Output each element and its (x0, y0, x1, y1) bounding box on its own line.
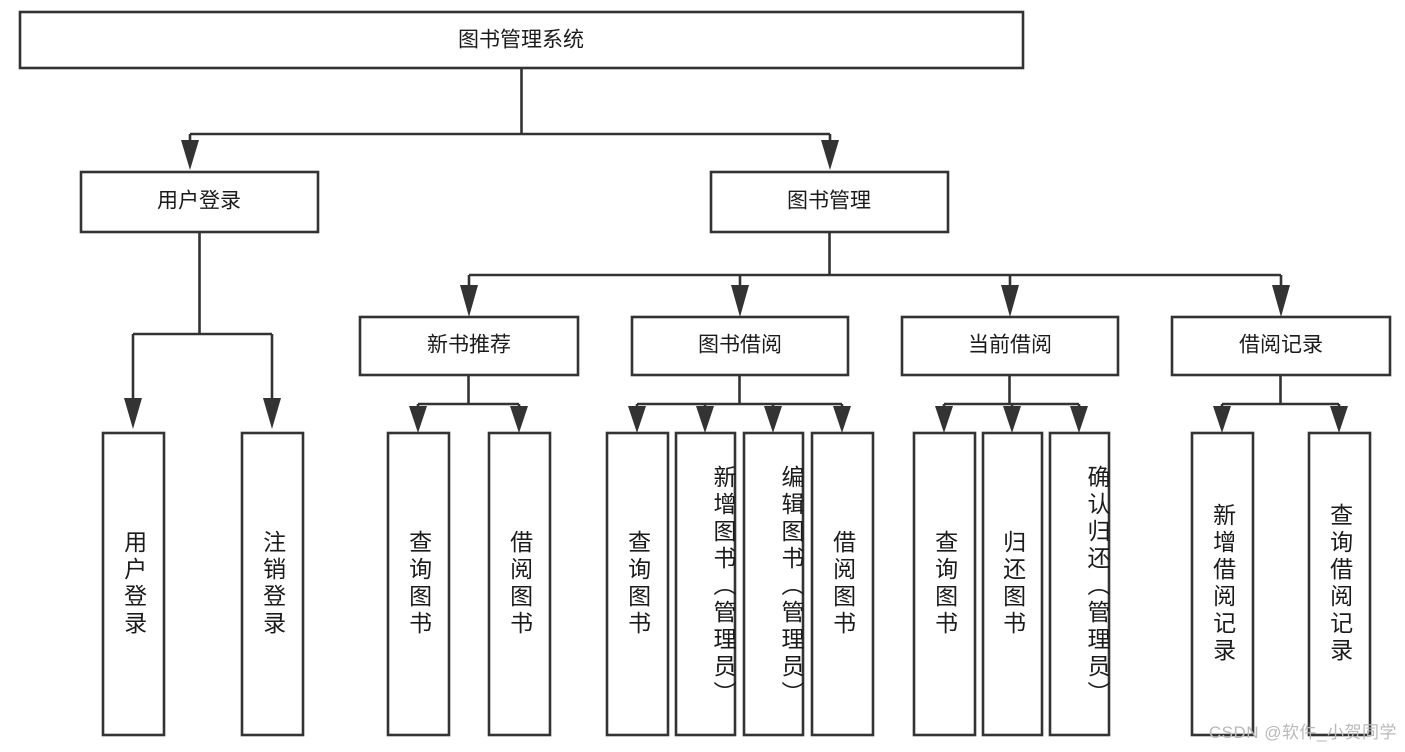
node-leaf-12[interactable] (1190, 431, 1255, 737)
arrow-head-borrow-record (1272, 285, 1290, 317)
arrow-head-leaf-3 (409, 406, 427, 433)
node-leaf-5[interactable] (605, 431, 670, 737)
node-leaf-3[interactable] (386, 431, 451, 737)
node-book-manage[interactable]: 图书管理 (709, 170, 950, 234)
node-leaf-10[interactable] (981, 431, 1044, 737)
node-leaf-2-box[interactable] (240, 431, 305, 737)
node-leaf-11[interactable] (1048, 431, 1111, 737)
node-new-book-rec[interactable]: 新书推荐 (358, 315, 580, 377)
arrow-head-leaf-2 (263, 398, 281, 429)
watermark-csdn: CSDN @软件_小贺同学 (1208, 723, 1397, 742)
node-user-login-box[interactable] (79, 170, 320, 234)
node-leaf-6[interactable] (674, 431, 737, 737)
node-leaf-13-box[interactable] (1307, 431, 1372, 737)
node-root-box[interactable] (18, 10, 1025, 70)
node-leaf-13[interactable] (1307, 431, 1372, 737)
node-leaf-12-box[interactable] (1190, 431, 1255, 737)
node-book-manage-label: 图书管理 (787, 190, 871, 213)
arrow-head-book-manage (821, 140, 839, 170)
node-current-borrow-box[interactable] (900, 315, 1120, 377)
node-leaf-7[interactable] (742, 431, 805, 737)
node-root-label: 图书管理系统 (458, 29, 584, 52)
node-new-book-rec-box[interactable] (358, 315, 580, 377)
arrow-head-leaf-10 (1003, 406, 1021, 433)
node-book-borrow-box[interactable] (630, 315, 850, 377)
arrow-head-leaf-13 (1330, 406, 1348, 433)
node-user-login[interactable]: 用户登录 (79, 170, 320, 234)
node-leaf-1-box[interactable] (101, 431, 166, 737)
arrow-head-leaf-1 (124, 398, 142, 429)
node-root[interactable]: 图书管理系统 (18, 10, 1025, 70)
node-leaf-4-box[interactable] (487, 431, 552, 737)
node-leaf-2[interactable] (240, 431, 305, 737)
arrow-head-leaf-9 (935, 406, 953, 433)
node-borrow-record-label: 借阅记录 (1239, 334, 1323, 357)
node-leaf-9[interactable] (912, 431, 977, 737)
arrow-head-leaf-7 (764, 406, 782, 433)
node-leaf-1[interactable] (101, 431, 166, 737)
node-leaf-8[interactable] (810, 431, 875, 737)
node-book-manage-box[interactable] (709, 170, 950, 234)
node-leaf-4[interactable] (487, 431, 552, 737)
node-leaf-5-box[interactable] (605, 431, 670, 737)
node-leaf-8-box[interactable] (810, 431, 875, 737)
arrow-head-leaf-8 (833, 406, 851, 433)
arrow-head-leaf-6 (696, 406, 714, 433)
node-book-borrow-label: 图书借阅 (698, 334, 782, 357)
arrow-head-book-borrow (731, 285, 749, 317)
arrow-head-new-book-rec (460, 285, 478, 317)
node-leaf-6-box[interactable] (674, 431, 737, 737)
arrow-head-leaf-5 (628, 406, 646, 433)
node-user-login-label: 用户登录 (157, 190, 241, 213)
node-leaf-3-box[interactable] (386, 431, 451, 737)
node-leaf-7-box[interactable] (742, 431, 805, 737)
node-current-borrow-label: 当前借阅 (968, 334, 1052, 357)
arrow-head-leaf-12 (1213, 406, 1231, 433)
connector-layer (124, 68, 1348, 433)
arrow-head-current-borrow (1001, 285, 1019, 317)
node-current-borrow[interactable]: 当前借阅 (900, 315, 1120, 377)
node-borrow-record[interactable]: 借阅记录 (1170, 315, 1392, 377)
node-leaf-9-box[interactable] (912, 431, 977, 737)
node-leaf-11-box[interactable] (1048, 431, 1111, 737)
arrow-head-leaf-11 (1070, 406, 1088, 433)
node-borrow-record-box[interactable] (1170, 315, 1392, 377)
node-new-book-rec-label: 新书推荐 (427, 334, 511, 357)
arrow-head-leaf-4 (510, 406, 528, 433)
arrow-head-user-login (181, 140, 199, 170)
node-leaf-10-box[interactable] (981, 431, 1044, 737)
node-book-borrow[interactable]: 图书借阅 (630, 315, 850, 377)
